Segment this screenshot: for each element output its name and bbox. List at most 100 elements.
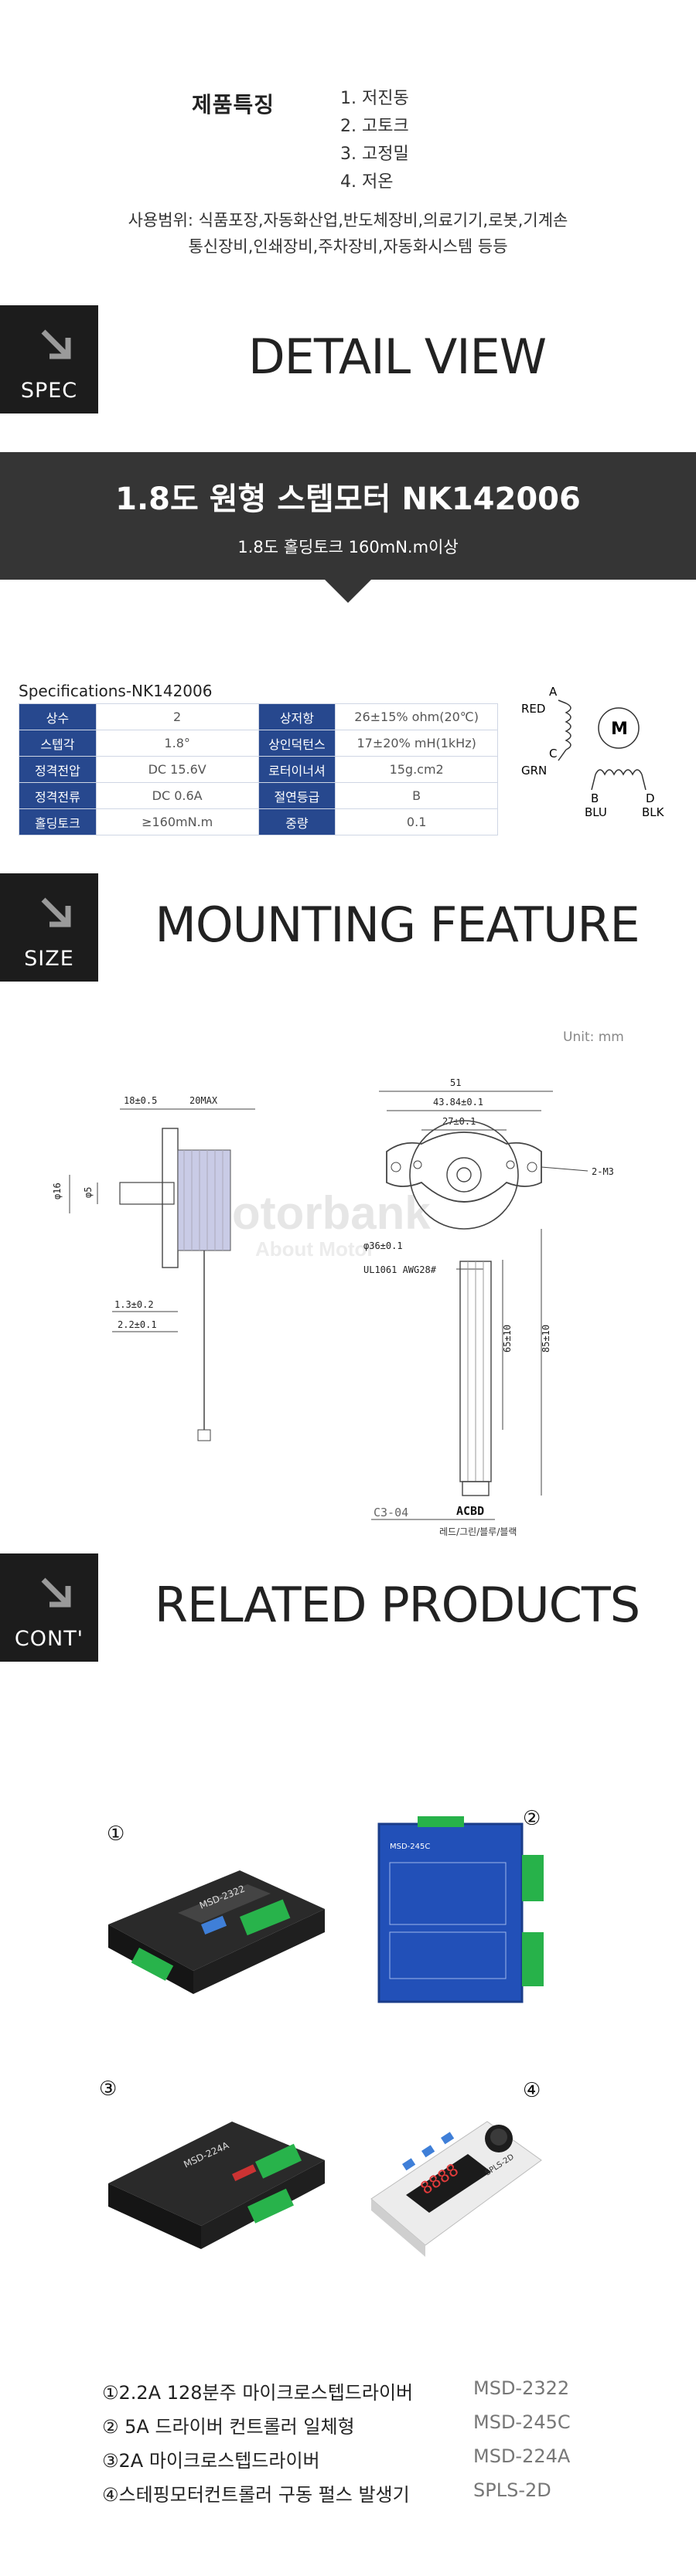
- arrow-down-right-icon: [41, 1577, 71, 1608]
- table-row: 정격전류 DC 0.6A 절연등급 B: [19, 782, 498, 809]
- spec-key: 정격전류: [19, 782, 97, 809]
- product-number: ①: [107, 1822, 125, 1846]
- dim-label: 2-M3: [592, 1166, 614, 1177]
- related-products-list: ①2.2A 128분주 마이크로스텝드라이버 MSD-2322 ② 5A 드라이…: [0, 2373, 696, 2509]
- dim-label: 51: [450, 1077, 461, 1088]
- wire-red-label: RED: [521, 702, 545, 716]
- dim-label: 2.2±0.1: [118, 1319, 157, 1330]
- arrow-down-right-icon: [41, 329, 71, 359]
- coil-icon: [595, 769, 643, 776]
- product-image-msd-224a[interactable]: MSD-224A: [93, 2091, 340, 2261]
- motor-symbol-icon: [598, 707, 640, 749]
- spec-key: 홀딩토크: [19, 808, 97, 835]
- banner-pointer: [325, 580, 371, 603]
- product-code: SPLS-2D: [473, 2479, 551, 2501]
- table-row: 상수 2 상저항 26±15% ohm(20℃): [19, 703, 498, 730]
- spec-section-header: SPEC DETAIL VIEW: [0, 305, 696, 413]
- spec-value: DC 15.6V: [95, 756, 259, 783]
- dim-label: 18±0.5: [124, 1095, 157, 1106]
- table-row: 정격전압 DC 15.6V 로터이너셔 15g.cm2: [19, 756, 498, 783]
- spec-caption: Specifications-NK142006: [19, 682, 213, 700]
- connector-pin-order: ACBD: [456, 1504, 484, 1518]
- product-number: ②: [523, 1807, 541, 1830]
- dim-label: φ36±0.1: [363, 1240, 403, 1251]
- badge-label: SIZE: [24, 947, 74, 971]
- spec-table: 상수 2 상저항 26±15% ohm(20℃) 스텝각 1.8° 상인덕턴스 …: [19, 703, 498, 835]
- dim-label: 43.84±0.1: [433, 1097, 483, 1108]
- product-name: ③2A 마이크로스텝드라이버: [102, 2450, 320, 2472]
- badge-label: SPEC: [20, 379, 78, 403]
- list-item[interactable]: ④스테핑모터컨트롤러 구동 펄스 발생기 SPLS-2D: [0, 2475, 696, 2509]
- arrow-down-right-icon: [41, 897, 71, 927]
- section-title: DETAIL VIEW: [247, 328, 547, 385]
- product-image-msd-2322[interactable]: MSD-2322: [93, 1839, 340, 2009]
- wire-c-label: C: [549, 747, 557, 761]
- spec-key: 상인덕턴스: [258, 730, 336, 757]
- spec-key: 절연등급: [258, 782, 336, 809]
- spec-value: 0.1: [335, 808, 498, 835]
- usage-line: 사용범위: 식품포장,자동화산업,반도체장비,의료기기,로봇,기계손: [128, 211, 568, 230]
- product-name: ④스테핑모터컨트롤러 구동 펄스 발생기: [102, 2484, 410, 2506]
- usage-line: 통신장비,인쇄장비,주차장비,자동화시스템 등등: [188, 237, 508, 256]
- product-label: MSD-245C: [390, 1843, 430, 1851]
- usage-text: 사용범위: 식품포장,자동화산업,반도체장비,의료기기,로봇,기계손 통신장비,…: [0, 207, 696, 260]
- spec-key: 상저항: [258, 703, 336, 730]
- feature-item: 3. 고정밀: [340, 145, 409, 164]
- cont-section-header: CONT' RELATED PRODUCTS: [0, 1553, 696, 1662]
- dim-label: 20MAX: [189, 1095, 218, 1106]
- product-code: MSD-2322: [473, 2377, 570, 2399]
- dim-label: 1.3±0.2: [114, 1299, 154, 1310]
- spec-key: 정격전압: [19, 756, 97, 783]
- product-number: ③: [99, 2077, 118, 2101]
- list-item[interactable]: ② 5A 드라이버 컨트롤러 일체형 MSD-245C: [0, 2407, 696, 2441]
- mounting-drawing: Motorbank About Motor 18±0.5 20MAX φ16 φ…: [52, 1077, 614, 1537]
- feature-item: 4. 저온: [340, 172, 394, 192]
- table-row: 홀딩토크 ≥160mN.m 중량 0.1: [19, 808, 498, 835]
- watermark-text: About Motor: [255, 1237, 375, 1261]
- list-item[interactable]: ③2A 마이크로스텝드라이버 MSD-224A: [0, 2441, 696, 2475]
- wire-blu-label: BLU: [585, 805, 607, 819]
- features-section: 제품특징 1. 저진동 2. 고토크 3. 고정밀 4. 저온: [0, 77, 696, 201]
- spec-key: 스텝각: [19, 730, 97, 757]
- product-image-spls-2d[interactable]: 8888 SPLS-2D: [356, 2091, 557, 2268]
- banner-title: 1.8도 원형 스텝모터 NK142006: [115, 482, 581, 517]
- dim-label: 85±10: [541, 1325, 551, 1353]
- spec-key: 로터이너셔: [258, 756, 336, 783]
- spec-value: DC 0.6A: [95, 782, 259, 809]
- spec-value: ≥160mN.m: [95, 808, 259, 835]
- watermark-text: Motorbank: [193, 1187, 431, 1239]
- list-item[interactable]: ①2.2A 128분주 마이크로스텝드라이버 MSD-2322: [0, 2373, 696, 2407]
- unit-label: Unit: mm: [563, 1029, 624, 1045]
- spec-value: 1.8°: [95, 730, 259, 757]
- badge-label: CONT': [14, 1627, 84, 1651]
- section-title: MOUNTING FEATURE: [155, 897, 640, 953]
- product-image-msd-245c[interactable]: MSD-245C: [371, 1809, 549, 2009]
- dim-label: UL1061 AWG28#: [363, 1264, 437, 1275]
- section-title: RELATED PRODUCTS: [154, 1577, 640, 1633]
- dim-label: 65±10: [502, 1325, 513, 1353]
- dim-label: φ16: [52, 1183, 63, 1200]
- wire-blk-label: BLK: [642, 805, 665, 819]
- wire-b-label: B: [591, 791, 599, 805]
- product-banner: 1.8도 원형 스텝모터 NK142006 1.8도 홀딩토크 160mN.m이…: [0, 452, 696, 603]
- spec-key: 중량: [258, 808, 336, 835]
- spec-key: 상수: [19, 703, 97, 730]
- spec-value: 15g.cm2: [335, 756, 498, 783]
- spec-badge: SPEC: [0, 305, 98, 413]
- spec-value: 26±15% ohm(20℃): [335, 703, 498, 730]
- spec-value: 2: [95, 703, 259, 730]
- product-name: ② 5A 드라이버 컨트롤러 일체형: [102, 2416, 355, 2438]
- spec-value: B: [335, 782, 498, 809]
- feature-item: 1. 저진동: [340, 89, 409, 108]
- wire-d-label: D: [646, 791, 655, 805]
- connector-label: C3-04: [374, 1506, 408, 1519]
- product-number: ④: [523, 2079, 541, 2102]
- product-code: MSD-245C: [473, 2411, 571, 2433]
- front-view: 51 43.84±0.1 27±0.1 2-M3 φ36±0.1 UL1061 …: [363, 1077, 614, 1537]
- coil-icon: [565, 703, 571, 750]
- related-products-gallery: ① MSD-2322 ② MSD-245C ③: [0, 1793, 696, 2342]
- spec-value: 17±20% mH(1kHz): [335, 730, 498, 757]
- dim-label: φ5: [83, 1187, 94, 1198]
- features-list: 1. 저진동 2. 고토크 3. 고정밀 4. 저온: [340, 85, 409, 196]
